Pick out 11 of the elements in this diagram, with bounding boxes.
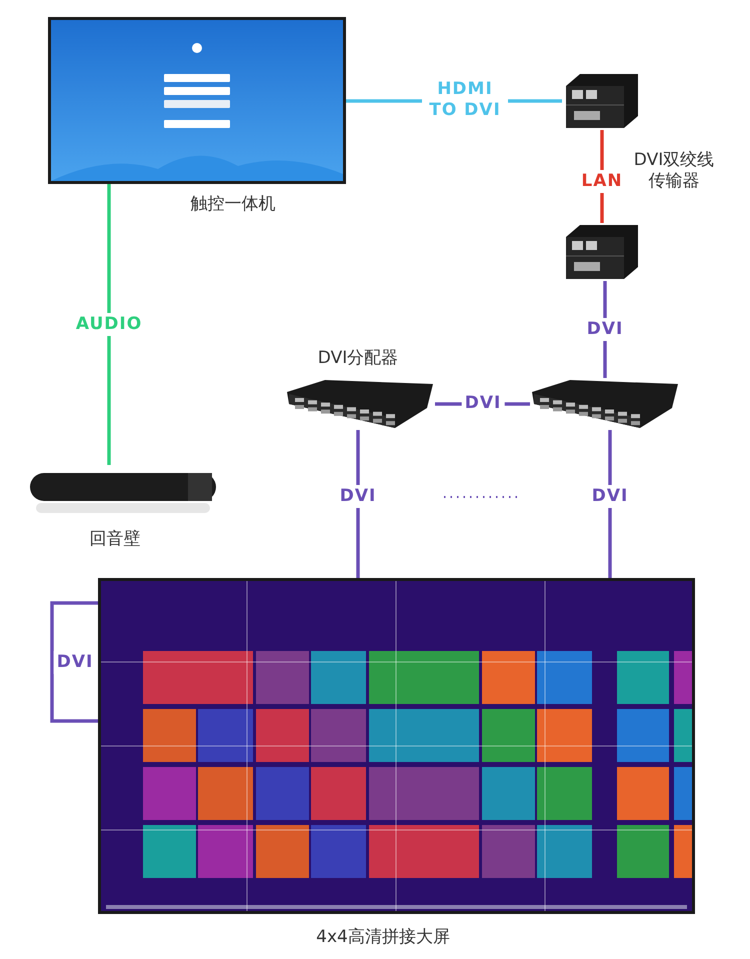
device-label: DVI双绞线传输器 — [632, 150, 716, 192]
connector-line — [50, 601, 98, 723]
splitter-drawing — [285, 378, 435, 430]
touch-monitor-drawing — [48, 17, 346, 184]
video-wall-drawing — [98, 578, 695, 914]
connector-line — [107, 184, 111, 465]
device-caption: 回音壁 — [88, 528, 142, 550]
device-caption: 4x4高清拼接大屏 — [315, 926, 451, 948]
splitter-drawing — [530, 378, 680, 430]
device-caption: 触控一体机 — [190, 193, 276, 215]
device-caption: DVI分配器 — [316, 347, 400, 369]
